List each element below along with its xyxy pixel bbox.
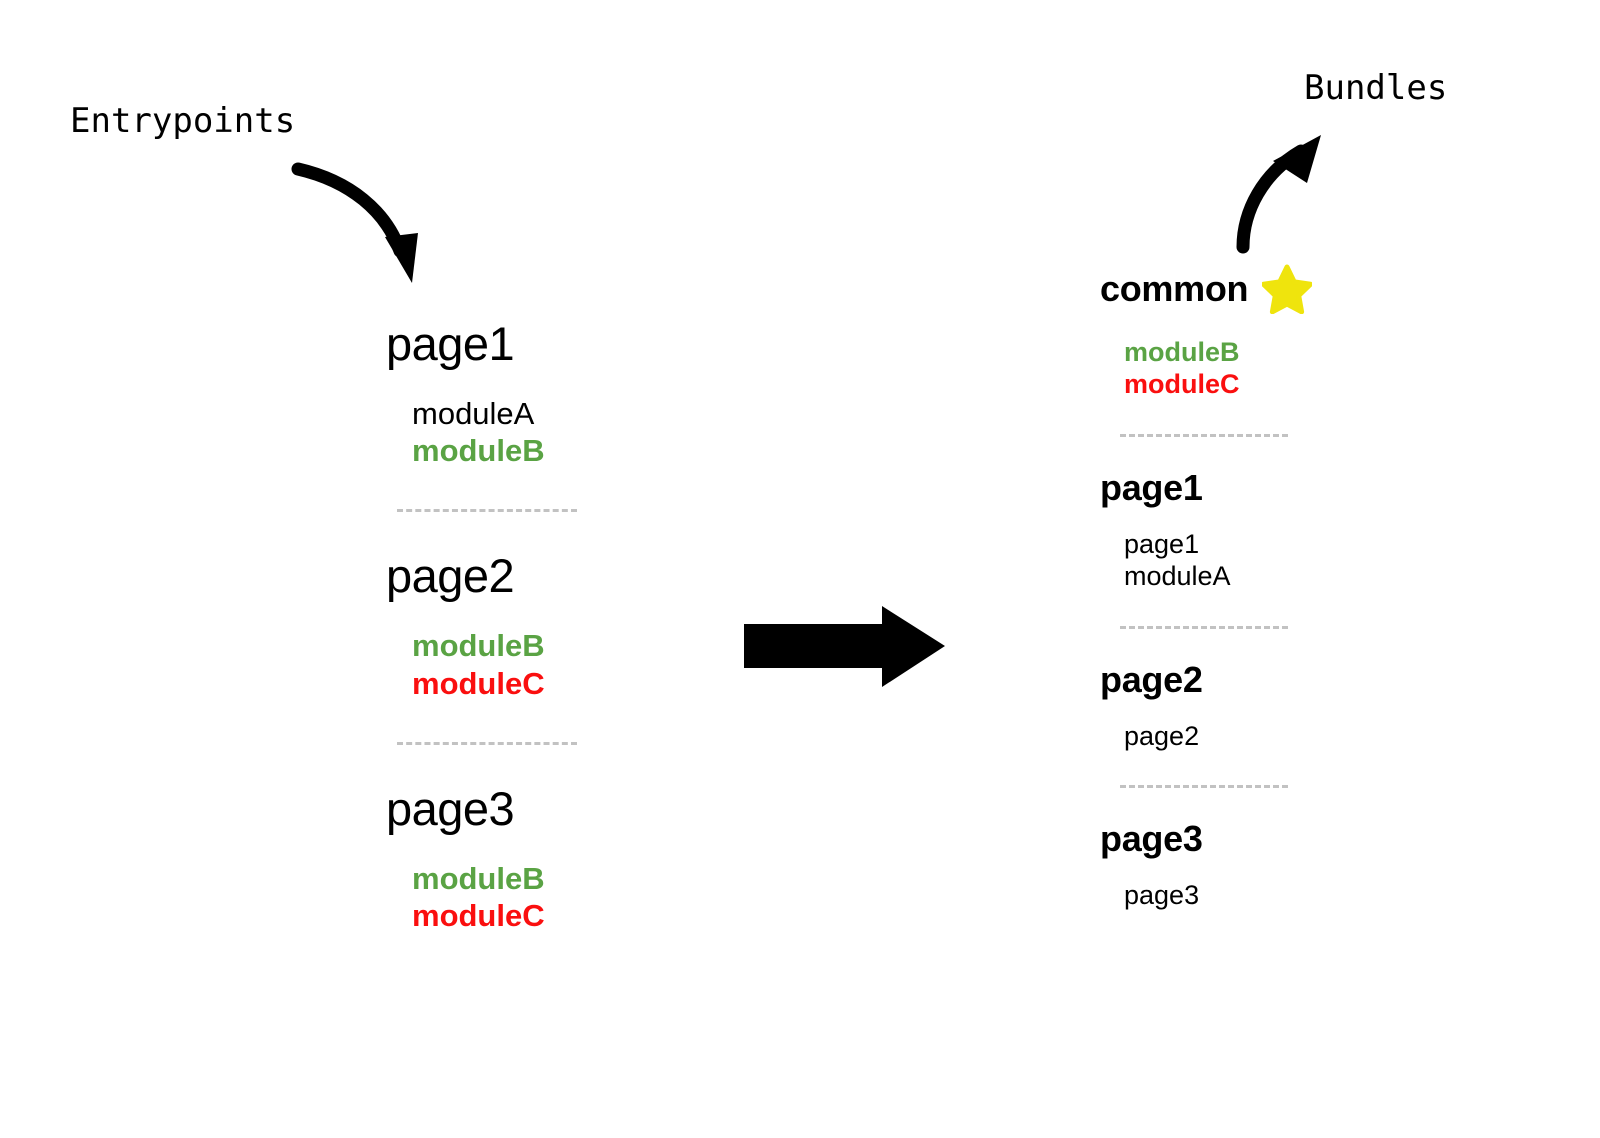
module-item: moduleB bbox=[412, 628, 545, 664]
group-separator bbox=[1120, 784, 1288, 788]
bundle-group-heading: page2 bbox=[1100, 658, 1380, 700]
bundle-group-page3: page3 page3 bbox=[1100, 817, 1380, 911]
entrypoint-module-list: moduleB moduleC bbox=[412, 860, 646, 934]
entrypoint-module-list: moduleA moduleB bbox=[412, 395, 646, 469]
entrypoint-group-heading: page3 bbox=[386, 781, 515, 835]
entrypoint-group-heading: page2 bbox=[386, 549, 515, 603]
bundle-group-name: page1 bbox=[1100, 466, 1203, 508]
bundle-group-page1: page1 page1 moduleA bbox=[1100, 466, 1380, 593]
bundle-group-name: common bbox=[1100, 268, 1249, 309]
bundle-group-name: page2 bbox=[1100, 658, 1203, 700]
group-separator bbox=[1120, 433, 1288, 437]
bundle-group-heading: common bbox=[1100, 264, 1380, 314]
group-separator bbox=[1120, 625, 1288, 629]
entrypoint-group-page2: page2 moduleB moduleC bbox=[386, 552, 646, 701]
bundle-group-name: page3 bbox=[1100, 817, 1203, 859]
bundle-content-list: page3 bbox=[1124, 879, 1380, 911]
bundle-item: moduleC bbox=[1124, 369, 1240, 400]
bundle-group-page2: page2 page2 bbox=[1100, 658, 1380, 752]
entrypoints-column: page1 moduleA moduleB page2 moduleB modu… bbox=[386, 320, 646, 934]
bundle-content-list: page1 moduleA bbox=[1124, 528, 1380, 593]
bundles-label: Bundles bbox=[1304, 68, 1448, 108]
block-arrow-right-icon bbox=[744, 606, 945, 687]
bundles-column: common moduleB moduleC page1 page1 modul… bbox=[1100, 264, 1380, 911]
entrypoint-group-page3: page3 moduleB moduleC bbox=[386, 785, 646, 934]
module-item: moduleC bbox=[412, 897, 545, 933]
module-item: moduleC bbox=[412, 665, 545, 701]
entrypoint-group-page1: page1 moduleA moduleB bbox=[386, 320, 646, 469]
bundle-item: page1 bbox=[1124, 528, 1200, 559]
group-separator bbox=[397, 741, 577, 745]
module-item: moduleB bbox=[412, 433, 545, 469]
bundle-group-common: common moduleB moduleC bbox=[1100, 264, 1380, 401]
bundle-item: moduleA bbox=[1124, 561, 1231, 592]
bundle-group-heading: page1 bbox=[1100, 466, 1380, 508]
module-item: moduleB bbox=[412, 860, 545, 896]
bundle-item: moduleB bbox=[1124, 337, 1240, 367]
bundle-item: page2 bbox=[1124, 720, 1200, 751]
bundle-group-heading: page3 bbox=[1100, 817, 1380, 859]
bundle-content-list: moduleB moduleC bbox=[1124, 336, 1380, 401]
curved-arrow-down-right-icon bbox=[291, 162, 418, 283]
entrypoint-module-list: moduleB moduleC bbox=[412, 627, 646, 701]
curved-arrow-up-right-icon bbox=[1236, 135, 1321, 254]
module-item: moduleA bbox=[412, 396, 535, 431]
bundle-item: page3 bbox=[1124, 879, 1200, 910]
star-icon bbox=[1262, 264, 1313, 314]
entrypoints-label: Entrypoints bbox=[70, 101, 296, 141]
entrypoint-group-heading: page1 bbox=[386, 317, 515, 370]
bundle-content-list: page2 bbox=[1124, 720, 1380, 752]
group-separator bbox=[397, 509, 577, 513]
